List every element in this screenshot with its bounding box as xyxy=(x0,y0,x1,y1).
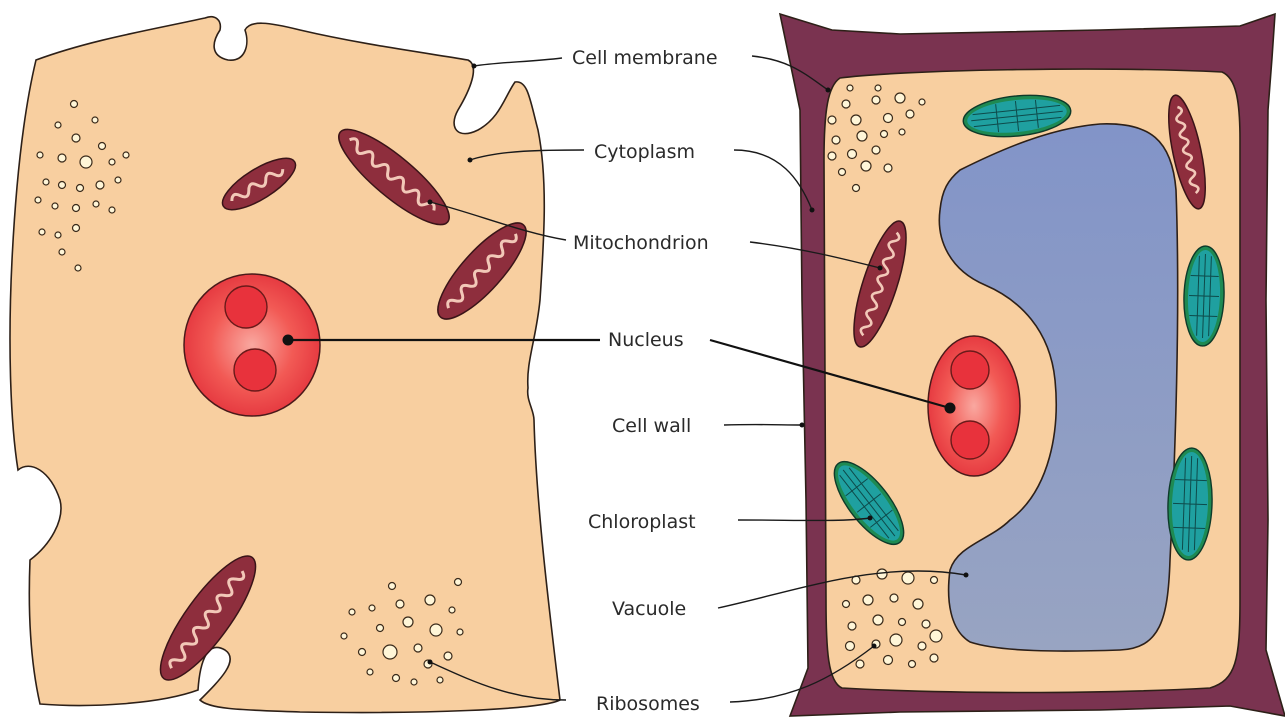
plant-nucleolus-2 xyxy=(951,421,989,459)
label-vacuole: Vacuole xyxy=(612,598,686,620)
label-cytoplasm: Cytoplasm xyxy=(594,141,695,163)
labels: Cell membrane Cytoplasm Mitochondrion Nu… xyxy=(572,47,718,715)
label-cell-wall: Cell wall xyxy=(612,415,691,437)
label-ribosomes: Ribosomes xyxy=(596,693,700,715)
label-nucleus: Nucleus xyxy=(608,329,684,351)
leader-cell-membrane-left xyxy=(474,58,562,66)
animal-nucleolus-1 xyxy=(225,286,267,328)
label-cell-membrane: Cell membrane xyxy=(572,47,718,69)
animal-nucleolus-2 xyxy=(234,349,276,391)
label-chloroplast: Chloroplast xyxy=(588,511,696,533)
animal-nucleus xyxy=(184,274,320,416)
plant-cell xyxy=(780,14,1285,716)
animal-cell xyxy=(10,17,560,713)
plant-nucleolus-1 xyxy=(951,351,989,389)
label-mitochondrion: Mitochondrion xyxy=(573,232,709,254)
